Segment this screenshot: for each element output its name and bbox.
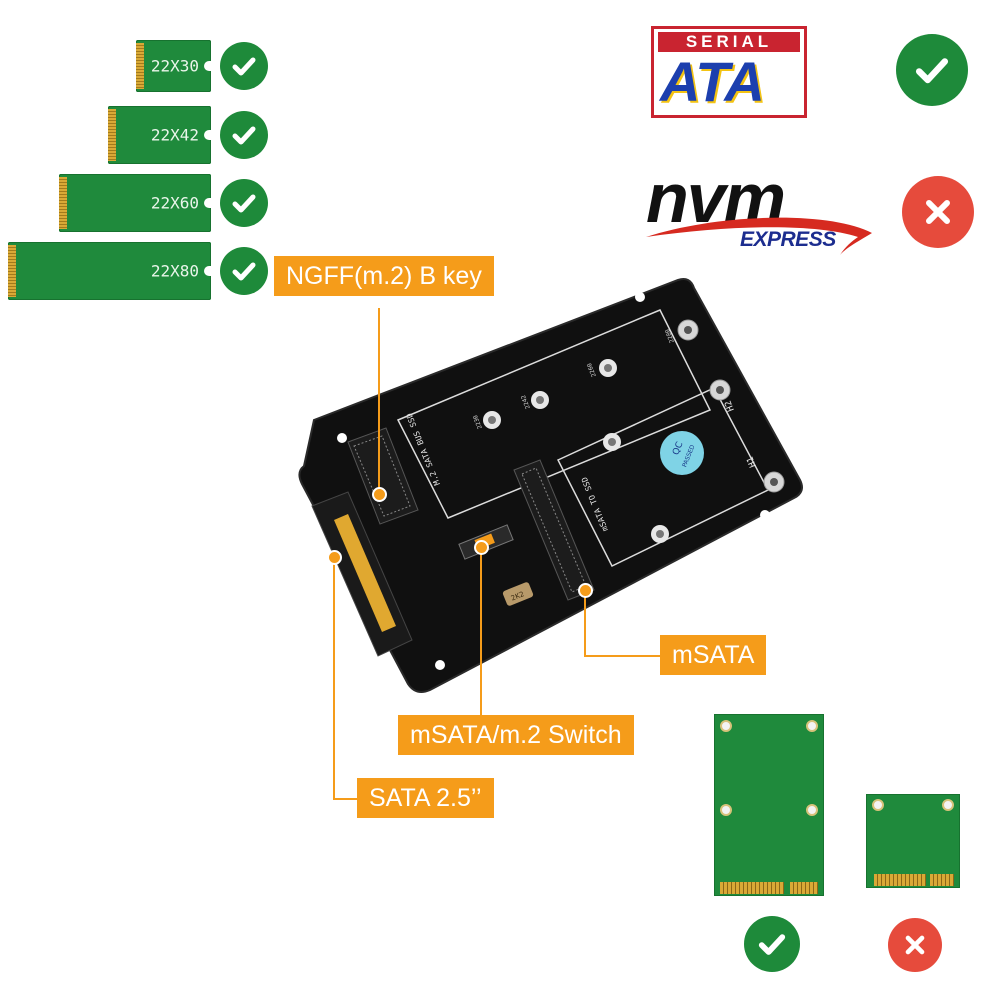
resistor [502,582,534,606]
check-icon [744,916,800,972]
gold-fingers [136,43,144,89]
nvm-logo-express: EXPRESS [740,228,836,251]
card-pins [874,874,926,886]
msata-leader-h [584,655,660,657]
card-pins [720,882,784,894]
card-hole [806,720,818,732]
sata-dot [327,550,342,565]
msata-half-card [866,794,960,888]
screw-hole [337,433,347,443]
msata-leader-v [584,590,586,656]
sata-logo-serial: SERIAL [658,32,800,52]
m2-area [396,309,712,519]
m2-stick-22x30: 22X30 [136,40,212,92]
callout-msata: mSATA [660,635,767,675]
mount-h2: H2 [723,399,736,413]
ngff-dot [372,487,387,502]
size-label: 22X80 [150,261,199,281]
check-icon [896,34,968,106]
stick-notch [204,198,212,208]
card-pins [930,874,954,886]
msata-full-card [714,714,824,896]
m2-stick-22x60: 22X60 [59,174,212,232]
card-hole [720,720,732,732]
sata-leader-v [333,558,335,800]
qc-line1: QC [671,441,685,457]
callout-ngff: NGFF(m.2) B key [274,256,494,296]
stick-notch [204,130,212,140]
screw-hole [635,292,645,302]
gold-fingers [59,177,67,229]
check-icon [220,247,268,295]
cross-icon [888,918,942,972]
qc-passed-sticker [660,431,704,475]
stick-notch [204,266,212,276]
card-hole [806,804,818,816]
card-hole [720,804,732,816]
sata-logo-ata: ATA [660,50,765,113]
size-label: 22X60 [150,193,199,213]
switch-leader [480,548,482,716]
screw-hole [760,510,770,520]
m2-stick-22x80: 22X80 [8,242,212,300]
msata-dot [578,583,593,598]
switch-dot [474,540,489,555]
card-hole [942,799,954,811]
nvm-swoosh [646,217,872,255]
cross-icon [902,176,974,248]
screw-hole [435,660,445,670]
card-hole [872,799,884,811]
check-icon [220,179,268,227]
adapter-board: M.2 SATA BUS SSD mSATA TO SSD QC PASSED … [298,278,803,693]
size-label: 22X42 [150,125,199,145]
m2-connector [347,427,419,525]
gold-fingers [108,109,116,161]
mount-h1: H1 [745,455,758,469]
stick-notch [204,61,212,71]
serial-ata-logo: SERIAL ATA [651,26,807,118]
callout-sata: SATA 2.5’’ [357,778,494,818]
gold-fingers [8,245,16,297]
size-label: 22X30 [150,56,199,76]
card-pins [790,882,818,894]
m2-stick-22x42: 22X42 [108,106,212,164]
msata-connector [513,459,595,601]
callout-switch: mSATA/m.2 Switch [398,715,634,755]
check-icon [220,42,268,90]
sata-leader-h [333,798,357,800]
ngff-leader [378,308,380,494]
check-icon [220,111,268,159]
